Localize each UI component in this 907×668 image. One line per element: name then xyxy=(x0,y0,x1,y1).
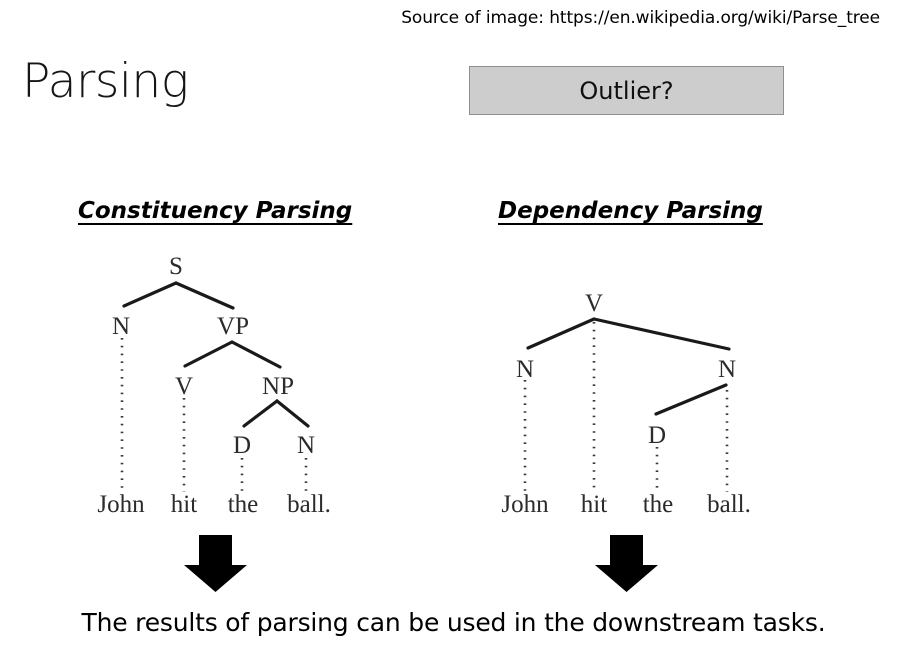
node-n-subject: N xyxy=(516,356,534,383)
down-arrow-icon xyxy=(184,535,247,592)
node-n-subject: N xyxy=(112,313,130,340)
dependency-parse-tree: V N N D John hit the ball. xyxy=(501,290,750,518)
node-v: V xyxy=(585,290,603,317)
dependency-parsing-heading: Dependency Parsing xyxy=(498,198,763,224)
node-d: D xyxy=(648,422,666,449)
branch-v-to-n-object xyxy=(592,317,731,351)
page-title: Parsing xyxy=(22,54,189,109)
leaf-word: John xyxy=(97,491,145,518)
branch-n-to-d xyxy=(654,383,728,416)
outlier-button[interactable]: Outlier? xyxy=(469,66,784,115)
branch-s-to-vp xyxy=(174,281,235,310)
node-s: S xyxy=(169,253,183,280)
summary-caption: The results of parsing can be used in th… xyxy=(81,608,826,637)
node-n-object: N xyxy=(718,356,736,383)
branch-vp-to-v xyxy=(183,340,234,368)
leaf-word: ball. xyxy=(707,491,751,518)
leaf-word: the xyxy=(643,491,674,518)
branch-s-to-n xyxy=(122,281,178,308)
node-vp: VP xyxy=(217,313,249,340)
outlier-button-label: Outlier? xyxy=(579,76,674,105)
down-arrow-icon xyxy=(595,535,658,592)
leaf-word: the xyxy=(228,491,259,518)
leaf-word: hit xyxy=(171,491,197,518)
node-v: V xyxy=(175,373,193,400)
node-d: D xyxy=(233,432,251,459)
source-attribution: Source of image: https://en.wikipedia.or… xyxy=(401,8,880,28)
branch-v-to-n-subject xyxy=(526,317,596,350)
constituency-parse-tree: S N VP V NP D N John hit the ball. xyxy=(97,253,330,518)
leaf-word: hit xyxy=(581,491,607,518)
constituency-parsing-heading: Constituency Parsing xyxy=(78,198,353,224)
leaf-word: John xyxy=(501,491,549,518)
branch-np-to-n xyxy=(275,399,310,428)
leaf-word: ball. xyxy=(287,491,331,518)
branch-vp-to-np xyxy=(230,340,282,369)
branch-np-to-d xyxy=(242,399,279,428)
node-np: NP xyxy=(262,373,294,400)
node-n-object: N xyxy=(297,432,315,459)
